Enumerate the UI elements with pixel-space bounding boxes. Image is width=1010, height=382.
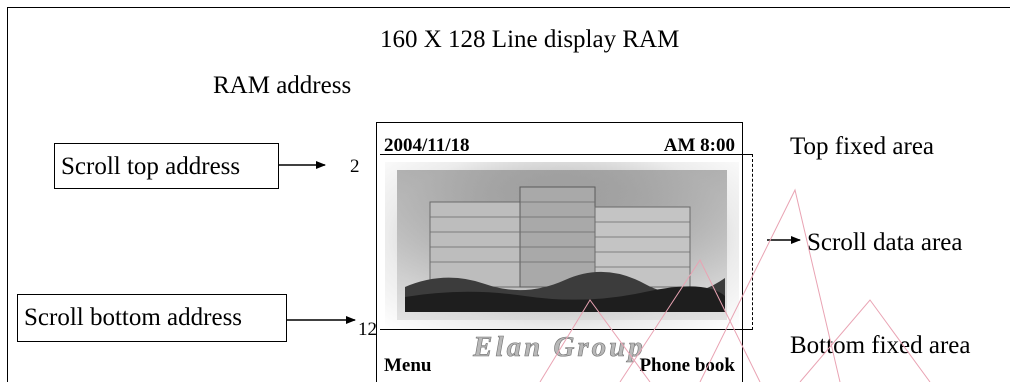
display-date: 2004/11/18	[384, 135, 470, 156]
building-photo-graphic	[397, 170, 727, 320]
diagram-frame	[7, 7, 1010, 382]
display-time: AM 8:00	[663, 135, 735, 156]
display-menu-label: Menu	[384, 355, 432, 376]
scroll-area-dashed-edge	[752, 154, 753, 330]
brand-logo-text: Elan Group	[473, 331, 646, 363]
scroll-area-bounds	[380, 154, 753, 330]
scroll-top-value: 2	[350, 156, 360, 177]
building-photo	[385, 162, 739, 329]
scroll-top-address-box: Scroll top address	[54, 143, 279, 189]
lcd-display: 2004/11/18 AM 8:00	[376, 122, 743, 382]
watermark-lines	[539, 188, 931, 382]
top-fixed-area-label: Top fixed area	[790, 133, 935, 160]
scroll-bottom-address-box: Scroll bottom address	[17, 294, 287, 342]
scroll-data-area-label: Scroll data area	[807, 229, 963, 256]
ram-address-label: RAM address	[213, 72, 352, 99]
diagram-title: 160 X 128 Line display RAM	[380, 26, 680, 53]
display-phone-book-label: Phone book	[639, 355, 735, 376]
bottom-fixed-area-label: Bottom fixed area	[790, 332, 971, 359]
